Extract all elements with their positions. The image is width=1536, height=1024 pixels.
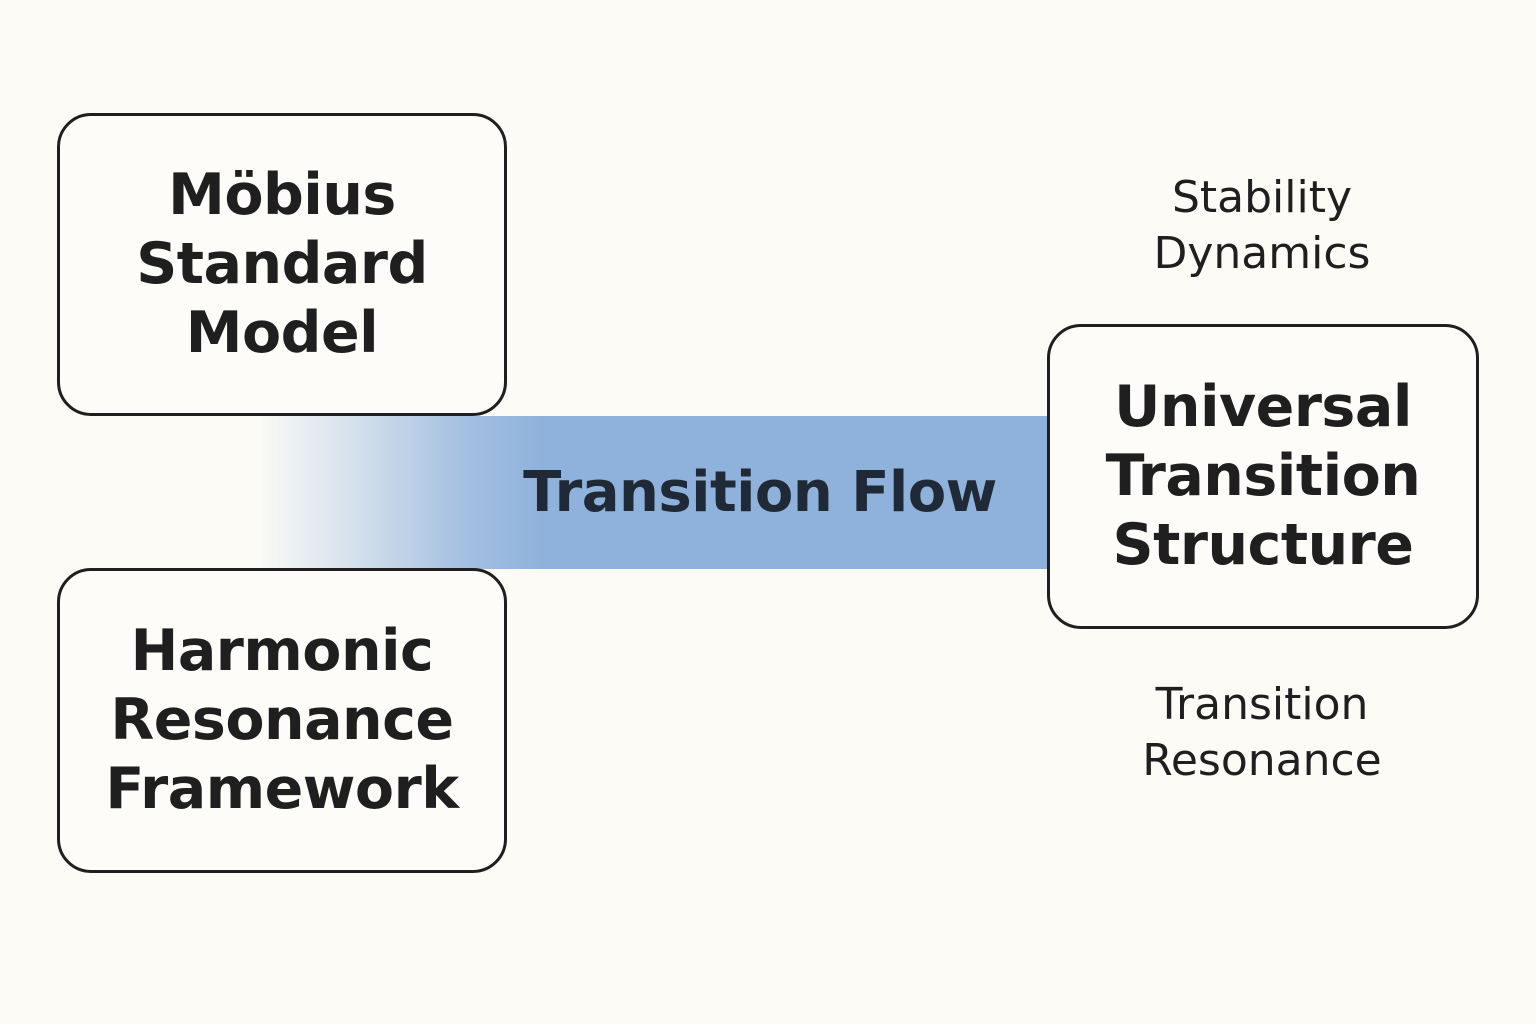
harmonic-resonance-framework-label: Harmonic Resonance Framework xyxy=(105,618,459,822)
harmonic-resonance-framework-box: Harmonic Resonance Framework xyxy=(57,568,507,873)
transition-resonance-label: Transition Resonance xyxy=(1142,679,1382,786)
mobius-standard-model-label: Möbius Standard Model xyxy=(136,162,428,366)
mobius-standard-model-box: Möbius Standard Model xyxy=(57,113,507,416)
stability-dynamics-label: Stability Dynamics xyxy=(1153,172,1371,279)
transition-flow-band xyxy=(255,416,1049,569)
universal-transition-structure-label: Universal Transition Structure xyxy=(1105,374,1421,578)
transition-flow-label: Transition Flow xyxy=(523,460,997,525)
universal-transition-structure-box: Universal Transition Structure xyxy=(1047,324,1479,629)
